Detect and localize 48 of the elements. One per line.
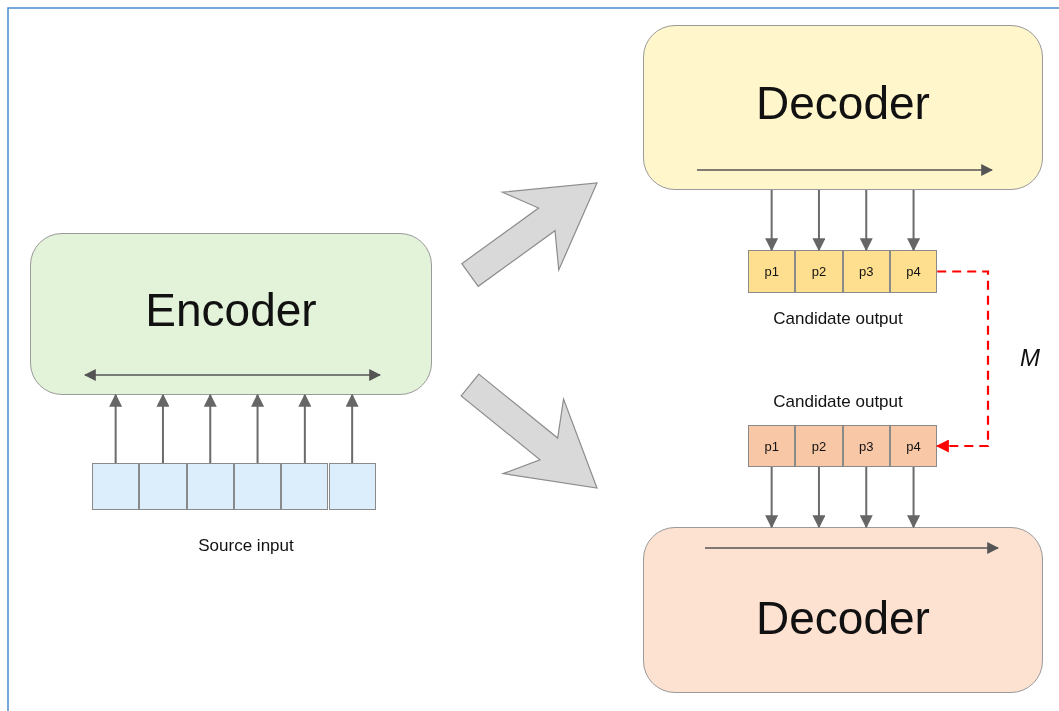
input-cell bbox=[186, 463, 234, 510]
token-cell bbox=[889, 425, 938, 467]
token-cell bbox=[748, 250, 796, 293]
arrow bbox=[935, 270, 990, 453]
arrow bbox=[907, 466, 921, 529]
caption-text: Candidate output bbox=[773, 309, 903, 329]
block-arrow bbox=[460, 373, 598, 489]
input-cell bbox=[281, 463, 329, 510]
process-box bbox=[30, 233, 432, 395]
input-cell bbox=[233, 463, 282, 510]
arrow bbox=[907, 189, 921, 252]
cell-label: p2 bbox=[811, 264, 827, 279]
arrow bbox=[203, 393, 217, 464]
token-cell bbox=[795, 250, 843, 293]
box-title: Decoder bbox=[756, 591, 930, 645]
block-arrow bbox=[460, 182, 598, 288]
cell-label: p1 bbox=[764, 438, 779, 454]
input-cell bbox=[328, 463, 376, 510]
cell-label: p3 bbox=[859, 264, 874, 279]
token-cell bbox=[795, 425, 843, 467]
arrow bbox=[765, 189, 779, 252]
token-cell bbox=[748, 425, 796, 467]
arrow bbox=[251, 393, 265, 464]
arrow bbox=[156, 393, 170, 464]
arrow bbox=[859, 189, 873, 252]
input-cell bbox=[92, 463, 140, 510]
process-box bbox=[643, 25, 1043, 190]
cell-label: p4 bbox=[906, 438, 921, 454]
cell-label: p2 bbox=[811, 438, 827, 454]
caption-text: Source input bbox=[198, 536, 294, 556]
cell-label: p1 bbox=[764, 264, 779, 279]
box-title: Decoder bbox=[756, 75, 930, 130]
box-title: Encoder bbox=[145, 283, 317, 337]
input-cell bbox=[139, 463, 187, 510]
caption-text: Candidate output bbox=[773, 392, 903, 412]
token-cell bbox=[842, 425, 890, 467]
arrow bbox=[812, 466, 826, 529]
arrow bbox=[765, 466, 779, 529]
arrow bbox=[298, 393, 312, 464]
arrow bbox=[812, 189, 826, 252]
token-cell bbox=[889, 250, 938, 293]
arrow bbox=[109, 393, 123, 464]
process-box bbox=[643, 527, 1043, 693]
arrow bbox=[345, 393, 359, 464]
cell-label: p4 bbox=[906, 264, 921, 279]
token-cell bbox=[842, 250, 890, 293]
cell-label: p3 bbox=[859, 438, 874, 454]
arrow bbox=[859, 466, 873, 529]
